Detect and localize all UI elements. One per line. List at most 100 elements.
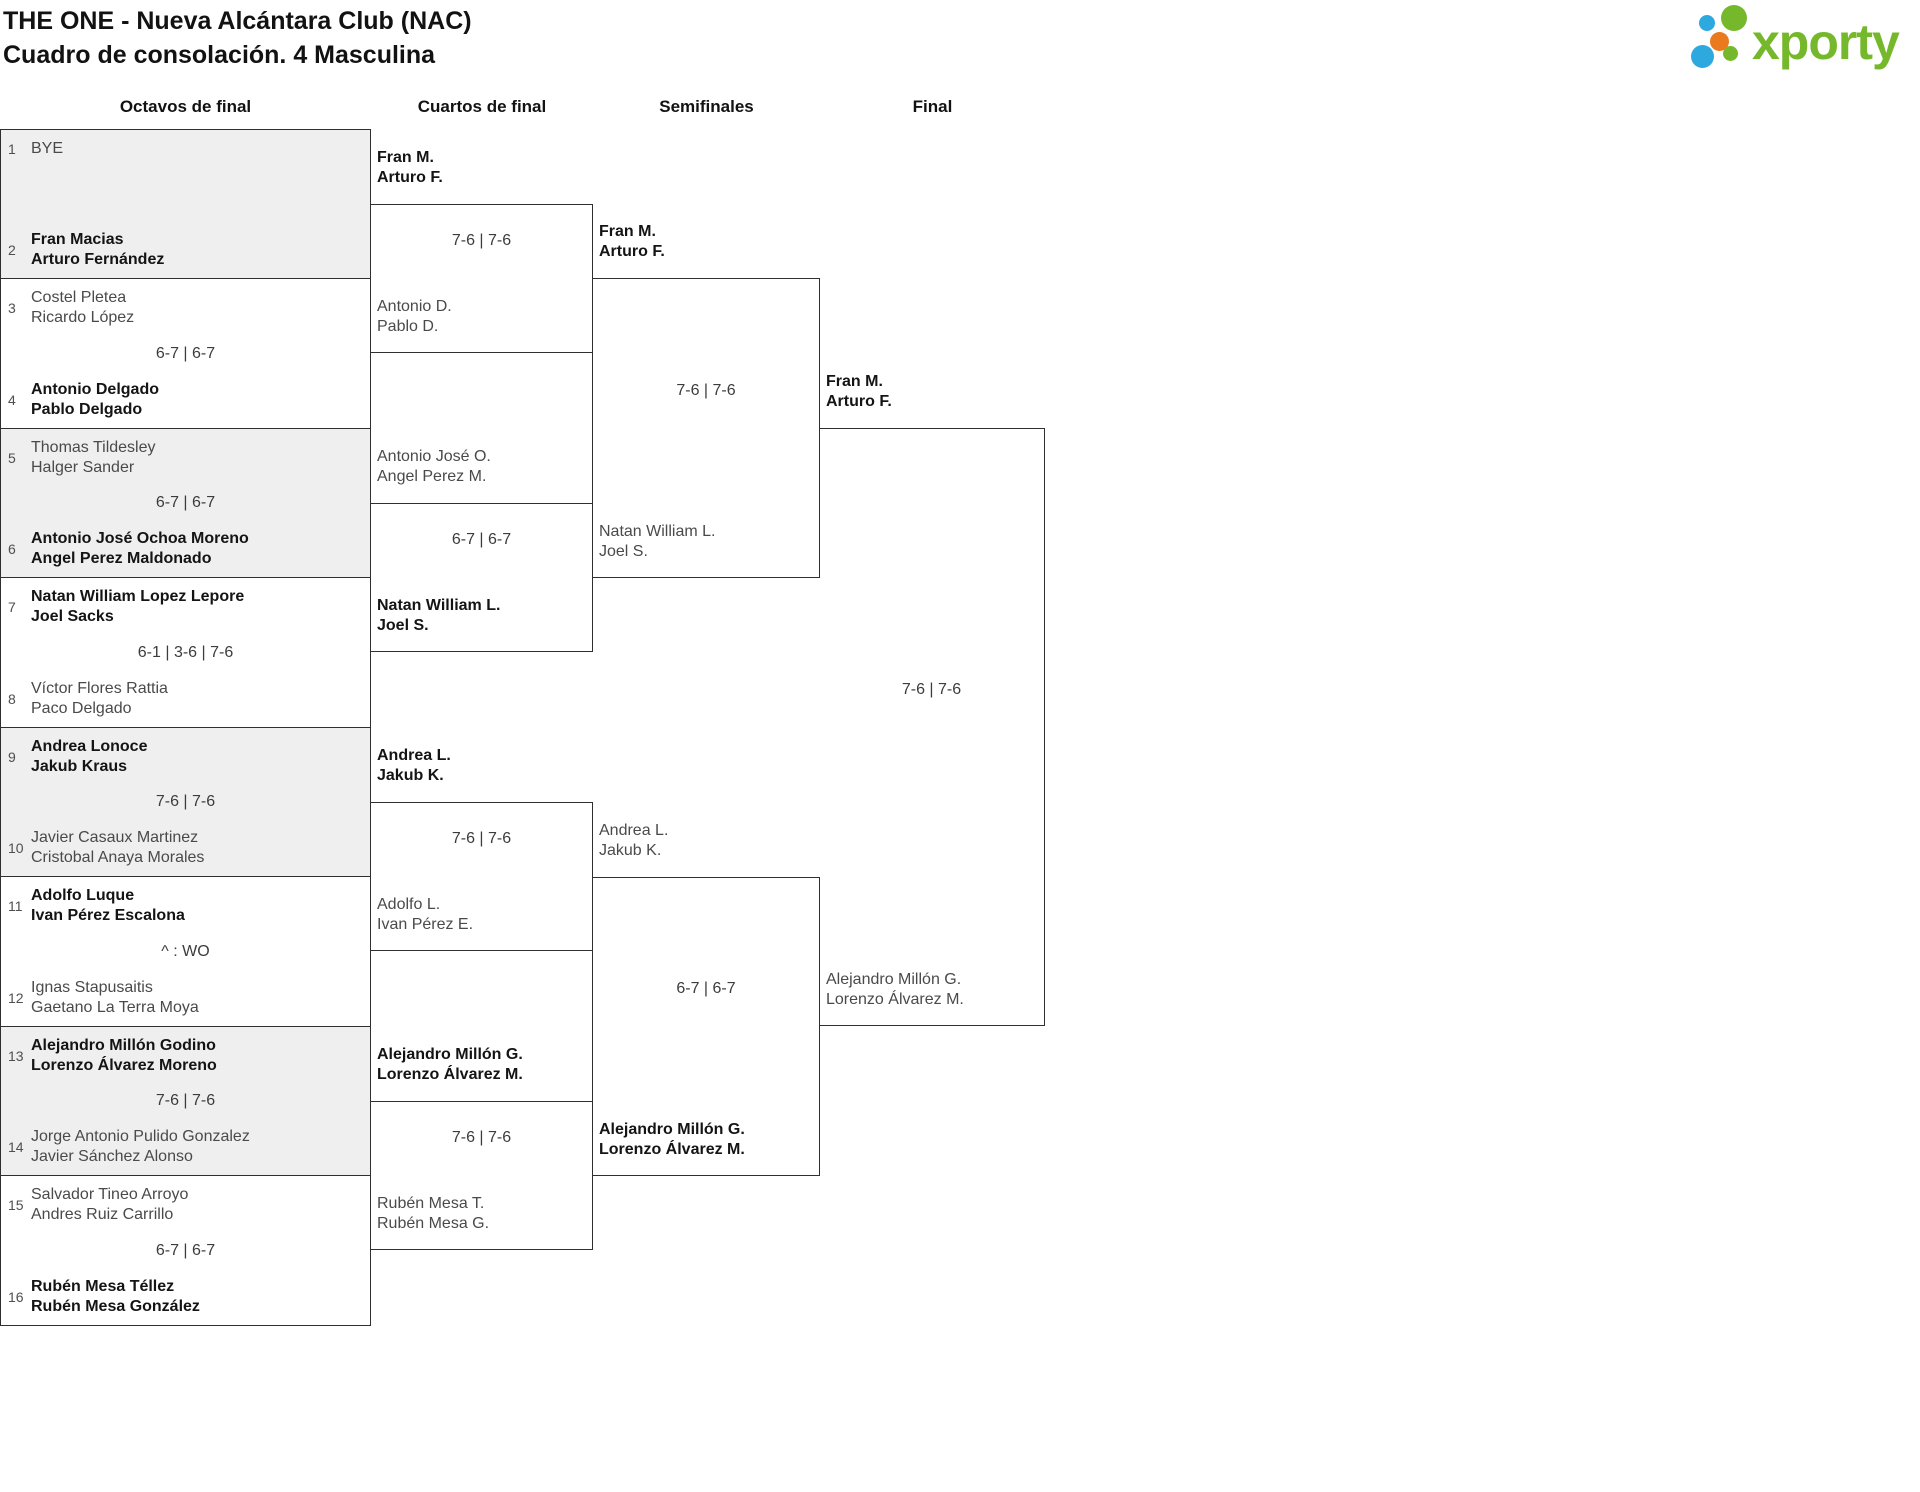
player-name: Rubén Mesa González — [31, 1298, 200, 1315]
player-short-name: Alejandro Millón G. — [599, 1121, 745, 1138]
match-score: 7-6 | 7-6 — [676, 381, 736, 399]
player-short-name: Jakub K. — [599, 842, 662, 859]
player-name: Fran Macias — [31, 231, 124, 248]
seed-number: 15 — [8, 1197, 24, 1213]
player-short-name: Antonio José O. — [377, 448, 491, 465]
player-name: Paco Delgado — [31, 700, 132, 717]
advancing-team-label: Andrea L. Jakub K. — [599, 821, 668, 861]
advancing-team-label: Andrea L. Jakub K. — [377, 746, 451, 786]
player-name: Angel Perez Maldonado — [31, 550, 212, 567]
player-short-name: Alejandro Millón G. — [377, 1046, 523, 1063]
advancing-team-label: Natan William L. Joel S. — [599, 522, 715, 562]
octavos-match-2: 3 Costel Pletea Ricardo López 6-7 | 6-7 … — [0, 278, 371, 429]
player-short-name: Antonio D. — [377, 298, 452, 315]
match-score: 7-6 | 7-6 — [155, 1092, 216, 1109]
octavos-match-6: 11 Adolfo Luque Ivan Pérez Escalona ^ : … — [0, 876, 371, 1027]
seed-number: 6 — [8, 541, 16, 557]
player-name: Natan William Lopez Lepore — [31, 588, 245, 605]
team-slot: 3 Costel Pletea Ricardo López — [1, 288, 370, 328]
seed-number: 3 — [8, 300, 16, 316]
player-name: Cristobal Anaya Morales — [31, 849, 205, 866]
page-title: THE ONE - Nueva Alcántara Club (NAC) Cua… — [3, 4, 472, 72]
advancing-team-label: Alejandro Millón G. Lorenzo Álvarez M. — [826, 970, 964, 1010]
logo-dot-orange — [1710, 32, 1729, 51]
match-score: 6-7 | 6-7 — [155, 344, 216, 362]
team-slot: 6 Antonio José Ochoa Moreno Angel Perez … — [1, 529, 370, 569]
player-short-name: Joel S. — [377, 617, 429, 634]
logo-dot-blue-large — [1691, 45, 1714, 68]
player-name: Javier Sánchez Alonso — [31, 1148, 193, 1165]
advancing-team-label: Alejandro Millón G. Lorenzo Álvarez M. — [377, 1045, 523, 1085]
team-slot: 9 Andrea Lonoce Jakub Kraus — [1, 737, 370, 777]
player-short-name: Alejandro Millón G. — [826, 971, 962, 988]
team-slot: 12 Ignas Stapusaitis Gaetano La Terra Mo… — [1, 978, 370, 1018]
logo-dot-blue-small — [1699, 15, 1715, 31]
match-score: 6-7 | 6-7 — [155, 494, 216, 511]
logo-dot-green-large — [1721, 5, 1747, 31]
xporty-logo[interactable]: xporty — [1688, 0, 1918, 80]
player-name: Lorenzo Álvarez Moreno — [31, 1057, 217, 1074]
team-slot: 2 Fran Macias Arturo Fernández — [1, 230, 370, 270]
player-name: Costel Pletea — [31, 289, 127, 306]
team-slot: 4 Antonio Delgado Pablo Delgado — [1, 380, 370, 420]
team-slot: 11 Adolfo Luque Ivan Pérez Escalona — [1, 886, 370, 926]
match-score: 6-7 | 6-7 — [155, 1241, 216, 1259]
player-short-name: Fran M. — [377, 149, 434, 166]
advancing-team-label: Rubén Mesa T. Rubén Mesa G. — [377, 1194, 489, 1234]
semifinal-match-2: 6-7 | 6-7 — [592, 877, 820, 1176]
match-score: 7-6 | 7-6 — [155, 793, 216, 810]
player-short-name: Natan William L. — [599, 523, 716, 540]
team-slot: 14 Jorge Antonio Pulido Gonzalez Javier … — [1, 1127, 370, 1167]
player-name: Andrea Lonoce — [31, 738, 148, 755]
team-slot: 8 Víctor Flores Rattia Paco Delgado — [1, 679, 370, 719]
player-name: Víctor Flores Rattia — [31, 680, 168, 697]
octavos-match-5: 9 Andrea Lonoce Jakub Kraus 7-6 | 7-6 10… — [0, 727, 371, 877]
round-header-final: Final — [912, 97, 953, 116]
team-slot: 1 BYE — [1, 139, 370, 159]
player-name: Thomas Tildesley — [31, 439, 156, 456]
team-slot: 5 Thomas Tildesley Halger Sander — [1, 438, 370, 478]
seed-number: 8 — [8, 691, 16, 707]
match-score: ^ : WO — [161, 942, 210, 960]
match-score: 6-7 | 6-7 — [451, 531, 512, 548]
player-short-name: Lorenzo Álvarez M. — [826, 991, 964, 1008]
player-short-name: Jakub K. — [377, 767, 444, 784]
player-name: Ivan Pérez Escalona — [31, 907, 185, 924]
player-short-name: Ivan Pérez E. — [377, 916, 474, 933]
advancing-team-label: Antonio D. Pablo D. — [377, 297, 452, 337]
player-short-name: Andrea L. — [377, 747, 451, 764]
seed-number: 16 — [8, 1289, 24, 1305]
player-name: Javier Casaux Martinez — [31, 829, 199, 846]
octavos-match-8: 15 Salvador Tineo Arroyo Andres Ruiz Car… — [0, 1175, 371, 1326]
player-name: Antonio Delgado — [31, 381, 159, 398]
player-short-name: Lorenzo Álvarez M. — [377, 1066, 523, 1083]
match-score: 6-7 | 6-7 — [676, 980, 736, 997]
seed-number: 9 — [8, 749, 16, 765]
player-name: Adolfo Luque — [31, 887, 135, 904]
team-slot: 7 Natan William Lopez Lepore Joel Sacks — [1, 587, 370, 627]
player-short-name: Rubén Mesa T. — [377, 1195, 485, 1212]
advancing-team-label: Fran M. Arturo F. — [599, 222, 665, 262]
seed-number: 5 — [8, 450, 16, 466]
player-short-name: Natan William L. — [377, 597, 501, 614]
team-slot: 10 Javier Casaux Martinez Cristobal Anay… — [1, 828, 370, 868]
advancing-team-label: Natan William L. Joel S. — [377, 596, 500, 636]
advancing-team-label: Fran M. Arturo F. — [377, 148, 443, 188]
player-short-name: Adolfo L. — [377, 896, 441, 913]
advancing-team-label: Alejandro Millón G. Lorenzo Álvarez M. — [599, 1120, 745, 1160]
seed-number: 11 — [8, 898, 23, 914]
team-slot: 13 Alejandro Millón Godino Lorenzo Álvar… — [1, 1036, 370, 1076]
final-match: 7-6 | 7-6 — [819, 428, 1045, 1026]
seed-number: 14 — [8, 1139, 24, 1155]
player-name: Ignas Stapusaitis — [31, 979, 153, 996]
player-short-name: Angel Perez M. — [377, 468, 487, 485]
player-name: Andres Ruiz Carrillo — [31, 1206, 174, 1223]
draw-name: Cuadro de consolación. 4 Masculina — [3, 41, 436, 69]
player-short-name: Lorenzo Álvarez M. — [599, 1141, 745, 1158]
seed-number: 2 — [8, 242, 16, 258]
seed-number: 13 — [8, 1048, 24, 1064]
player-short-name: Andrea L. — [599, 822, 669, 839]
tournament-name: THE ONE - Nueva Alcántara Club (NAC) — [3, 7, 472, 35]
player-short-name: Arturo F. — [599, 243, 665, 260]
